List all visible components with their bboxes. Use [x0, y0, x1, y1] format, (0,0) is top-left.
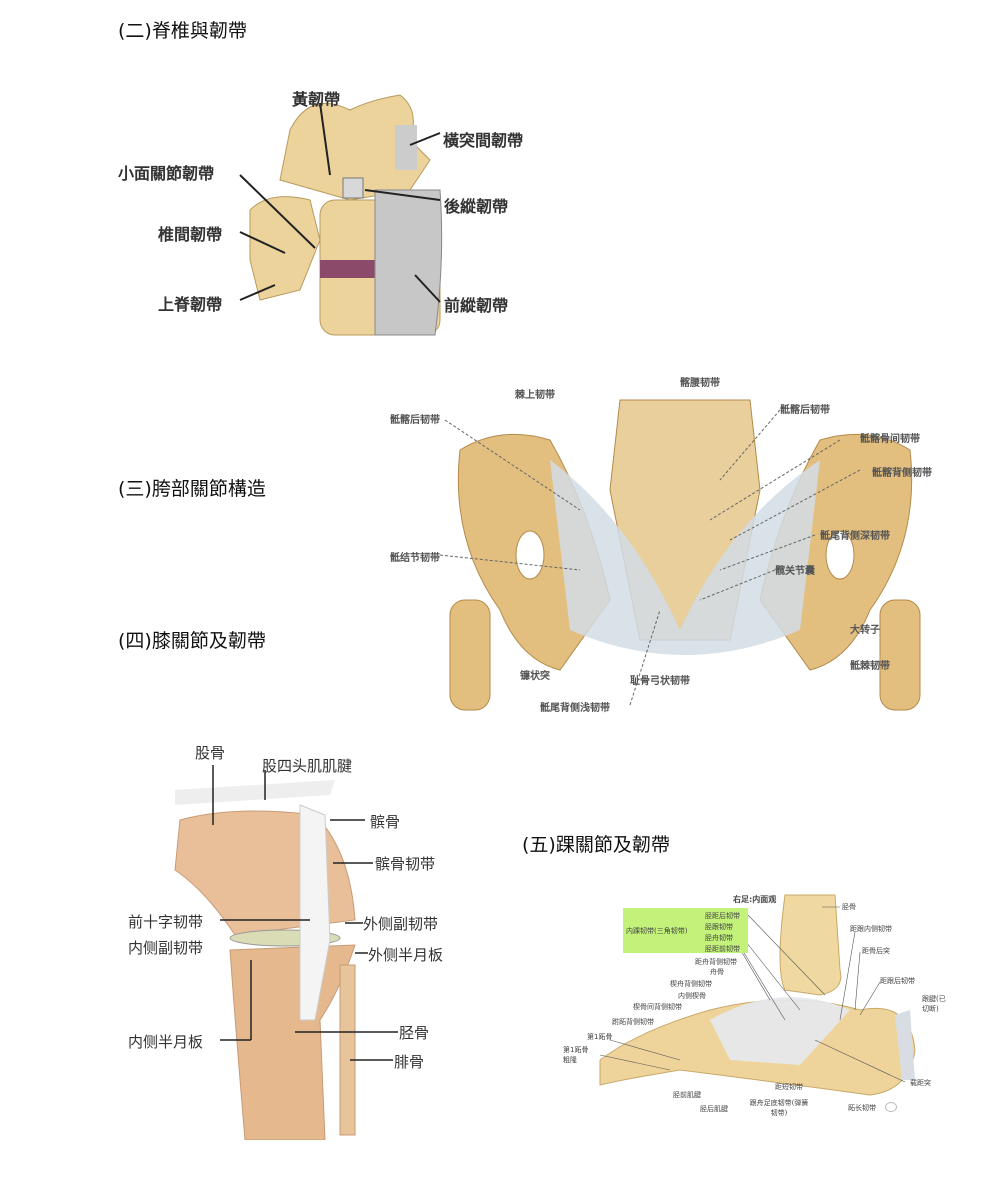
ankle-ligament-illustration: 右足:内面观 内踝韧带(三角韧带) 胫距后韧带 胫跟韧带 胫舟韧带 胫距前韧带 … [560, 880, 955, 1130]
label-quadriceps-tendon: 股四头肌肌腱 [262, 757, 353, 775]
section-heading-ankle: (五)踝關節及韌帶 [522, 834, 670, 856]
label-acl: 前十字韧带 [128, 913, 204, 931]
knee-drawing [174, 765, 398, 1140]
label-posterior-talar-process: 距骨后突 [862, 947, 890, 955]
spine-ligament-illustration: 黃韌帶 橫突間韌帶 小面關節韌帶 後縱韌帶 椎間韌帶 上脊韌帶 前縱韌帶 [110, 70, 550, 350]
label-tibialis-anterior-tendon: 胫前肌腱 [673, 1091, 701, 1099]
label-facet-ligament: 小面關節韌帶 [118, 164, 215, 183]
label-posterior-tibiotalar: 胫距后韧带 [705, 912, 740, 920]
label-posterior-talocalcaneal: 距跟后韧带 [880, 977, 915, 985]
spine-drawing [239, 94, 443, 336]
label-lateral-meniscus: 外侧半月板 [368, 946, 444, 964]
label-deep-dorsal-sacrococcygeal: 骶尾背侧深韧带 [820, 531, 890, 542]
pelvis-ligament-illustration: 棘上韧带 髂腰韧带 骶髂后韧带 骶髂后韧带 骶髂骨间韧带 骶髂背侧韧带 骶尾背侧… [380, 370, 990, 715]
label-lateral-collateral-ligament: 外侧副韧带 [363, 915, 439, 933]
label-tibiocalcaneal: 胫跟韧带 [705, 923, 733, 931]
label-supraspinous-ligament: 上脊韌帶 [158, 295, 223, 314]
label-tibionavicular: 胫舟韧带 [705, 934, 733, 942]
label-first-metatarsal-tuberosity: 第1跖骨粗隆 [563, 1046, 589, 1064]
label-greater-trochanter: 大转子 [850, 625, 880, 636]
label-deltoid-ligament: 内踝韧带(三角韧带) [626, 927, 688, 935]
label-anterior-longitudinal-ligament: 前縱韌帶 [444, 296, 509, 315]
label-dorsal-cuneonavicular: 楔舟背侧韧带 [670, 980, 712, 988]
label-fibula: 腓骨 [394, 1053, 425, 1071]
label-medial-cuneiform: 内侧楔骨 [678, 992, 706, 1000]
ankle-drawing [599, 894, 916, 1096]
deltoid-ligament-group-box [623, 908, 748, 953]
label-tibialis-posterior-tendon: 胫后肌腱 [700, 1105, 728, 1113]
section-heading-hip: (三)胯部關節構造 [118, 478, 266, 500]
watermark-icon [885, 1102, 897, 1112]
label-posterior-sacroiliac-right: 骶髂后韧带 [780, 405, 830, 416]
label-patella: 髌骨 [370, 813, 401, 831]
label-iliolumbar-ligament: 髂腰韧带 [680, 378, 720, 389]
label-falciform-process: 镰状突 [520, 671, 550, 682]
label-arcuate-pubic: 耻骨弓状韧带 [630, 676, 690, 687]
label-calcaneal-tendon: 跟腱(已切断) [922, 995, 946, 1013]
label-sustentaculum-tali: 载距突 [910, 1079, 931, 1087]
section-heading-spine: (二)脊椎與韌帶 [118, 20, 247, 42]
label-sacrotuberous: 骶结节韧带 [390, 553, 440, 564]
knee-ligament-illustration: 股骨 股四头肌肌腱 髌骨 髌骨韧带 前十字韧带 外侧副韧带 内侧副韧带 外侧半月… [115, 720, 465, 1140]
label-short-plantar: 距短韧带 [775, 1083, 803, 1091]
label-medial-collateral-ligament: 内侧副韧带 [128, 939, 204, 957]
label-tibia: 胫骨 [399, 1024, 430, 1042]
label-dorsal-sacroiliac: 骶髂背侧韧带 [872, 468, 932, 479]
section-heading-knee: (四)膝關節及韌帶 [118, 630, 266, 652]
ankle-view-title: 右足:内面观 [733, 895, 777, 904]
label-first-metatarsal: 第1跖骨 [587, 1033, 613, 1041]
label-interosseous-sacroiliac: 骶髂骨间韧带 [860, 434, 920, 445]
label-long-plantar: 跖长韧带 [848, 1104, 876, 1112]
label-patellar-ligament: 髌骨韧带 [375, 855, 436, 873]
label-femur: 股骨 [195, 744, 226, 762]
label-medial-meniscus: 内侧半月板 [128, 1033, 204, 1051]
label-dorsal-talonavicular: 距舟背侧韧带 [695, 958, 737, 966]
label-hip-capsule: 髋关节囊 [775, 566, 815, 577]
label-navicular: 舟骨 [710, 968, 724, 976]
label-dorsal-tarsometatarsal: 跗跖背侧韧带 [612, 1018, 654, 1026]
label-dorsal-intercuneiform: 楔骨间背侧韧带 [633, 1003, 682, 1011]
label-spring-ligament: 跟舟足底韧带(弹簧韧带) [749, 1099, 809, 1117]
label-ligamentum-flavum: 黃韌帶 [292, 90, 341, 109]
label-posterior-longitudinal-ligament: 後縱韌帶 [444, 197, 509, 216]
label-sacrospinous: 骶棘韧带 [850, 661, 890, 672]
label-supraspinous-ligament: 棘上韧带 [515, 390, 555, 401]
label-anterior-tibiotalar: 胫距前韧带 [705, 945, 740, 953]
label-medial-talocalcaneal: 距跟内侧韧带 [850, 925, 892, 933]
label-interspinous-ligament: 椎間韌帶 [158, 225, 223, 244]
pelvis-drawing [439, 399, 921, 711]
label-superficial-dorsal-sacrococcygeal: 骶尾背侧浅韧带 [540, 703, 610, 714]
label-tibia: 胫骨 [842, 903, 856, 911]
label-intertransverse-ligament: 橫突間韌帶 [443, 131, 524, 150]
label-posterior-sacroiliac-left: 骶髂后韧带 [390, 415, 440, 426]
